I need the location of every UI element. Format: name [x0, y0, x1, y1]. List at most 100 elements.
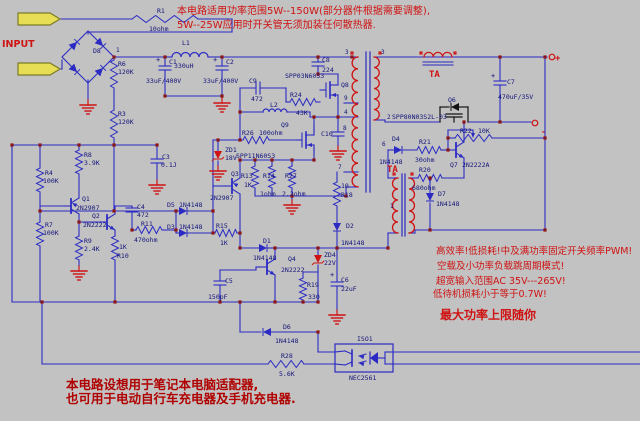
component-label: 472: [137, 211, 149, 219]
component-label: Q6: [448, 96, 456, 104]
component-label: C2: [226, 58, 234, 66]
component-label: C3: [162, 153, 170, 161]
component-label: 1N4148: [436, 200, 460, 208]
component-label: 150pF: [208, 293, 228, 301]
annotation-standby-loss: 低待机损耗小于等于0.7W!: [433, 288, 547, 300]
component-label: R13: [241, 172, 253, 180]
output-plus-label: +: [555, 54, 561, 64]
component-label: 1N4148: [341, 239, 365, 247]
component-label: 1ohm: [260, 190, 276, 198]
component-label: 2N2907: [76, 204, 100, 212]
component-label: 1N4148: [253, 254, 277, 262]
component-label: D8: [93, 47, 101, 55]
component-label: 330uH: [174, 62, 194, 70]
component-label: R3: [118, 110, 126, 118]
component-label: R10: [117, 252, 129, 260]
component-label: 1N4148: [275, 337, 299, 345]
component-label: 680ohm: [412, 184, 436, 192]
component-label: 22V: [324, 259, 336, 267]
annotation-power-range-line1: 本电路适用功率范围5W--150W(部分器件根据需要调整),: [177, 4, 430, 17]
component-label: ZD1: [225, 146, 237, 154]
component-label: R15: [216, 222, 228, 230]
component-label: 0.1J: [161, 161, 177, 169]
component-label: 30ohm: [415, 156, 435, 164]
component-label: 2N2222: [83, 221, 107, 229]
component-label: 100K: [43, 229, 59, 237]
component-label: 470uF/35V: [498, 93, 533, 101]
component-label: +: [156, 56, 160, 64]
component-label: R9: [84, 237, 92, 245]
component-label: NEC2561: [349, 374, 376, 382]
component-label: 1N4148: [379, 158, 403, 166]
component-label: 22uF: [341, 285, 357, 293]
component-label: 18V: [225, 154, 237, 162]
component-label: 2: [387, 114, 391, 121]
annotation-input-range: 超宽输入范围AC 35V---265V!: [436, 275, 566, 287]
component-label: 1N4148: [179, 201, 203, 209]
component-label: Q1: [82, 195, 90, 203]
component-label: R11: [141, 220, 153, 228]
component-label: 1K: [244, 181, 252, 189]
component-label: 8: [343, 125, 347, 132]
component-label: 1: [390, 203, 394, 210]
component-label: D5: [167, 201, 175, 209]
component-label: 2N2907: [210, 194, 234, 202]
component-label: SPP80N03S2L-03: [392, 113, 447, 121]
component-label: 2.4K: [84, 245, 100, 253]
component-label: +: [213, 56, 217, 64]
annotation-usage-line1: 本电路设想用于笔记本电脑适配器,: [66, 377, 258, 392]
component-label: 1: [116, 47, 120, 54]
component-label: 2N2222A: [462, 161, 489, 169]
component-label: 3: [381, 49, 385, 56]
component-label: R20: [419, 166, 431, 174]
component-label: 1N4148: [179, 223, 203, 231]
annotation-usage-line2: 也可用于电动自行车充电器及手机充电器.: [66, 391, 296, 406]
component-label: D1: [263, 237, 271, 245]
component-label: Q4: [288, 255, 296, 263]
circuit-drawing: [10, 12, 640, 373]
component-label: TA: [429, 70, 440, 80]
annotation-power-range-line2: 5W--25W应用时开关管无须加装任何散热器.: [177, 18, 376, 31]
component-label: 2N2222: [281, 266, 305, 274]
component-label: 224: [322, 66, 334, 74]
component-label: TA: [387, 165, 398, 175]
component-label: 4: [344, 109, 348, 116]
component-label: 100ohm: [259, 129, 283, 137]
component-label: L2: [270, 101, 278, 109]
component-label: R6: [118, 60, 126, 68]
component-label: Q9: [281, 121, 289, 129]
component-label: C7: [507, 78, 515, 86]
component-label: 43K: [296, 109, 308, 117]
component-label: R18: [341, 191, 353, 199]
component-label: 472: [251, 95, 263, 103]
component-label: Q2: [92, 212, 100, 220]
component-label: D3: [167, 223, 175, 231]
component-label: D4: [392, 135, 400, 143]
component-label: D6: [283, 323, 291, 331]
component-label: R7: [45, 221, 53, 229]
component-label: 330: [308, 293, 320, 301]
component-label: R27: [285, 172, 297, 180]
component-label: 5.6K: [279, 370, 295, 378]
component-label: C6: [341, 276, 349, 284]
input-label: INPUT: [2, 39, 35, 50]
component-label: R22: [460, 127, 472, 135]
component-label: 33uF/400V: [146, 77, 181, 85]
component-label: Q3: [231, 170, 239, 178]
output-minus-label: -: [541, 127, 546, 136]
component-label: R8: [84, 151, 92, 159]
component-label: 10: [341, 182, 349, 190]
annotations-layer: 本电路适用功率范围5W--150W(部分器件根据需要调整), 5W--25W应用…: [2, 4, 632, 406]
component-label: Q8: [341, 81, 349, 89]
component-label: 9: [344, 95, 348, 102]
component-label: R24: [290, 91, 302, 99]
component-label: R26: [242, 129, 254, 137]
component-label: +: [491, 72, 495, 80]
component-label: 2.2ohm: [282, 190, 306, 198]
component-label: Q7: [450, 161, 458, 169]
component-label: SPP11N60S3: [236, 152, 275, 160]
component-label: ZD4: [324, 251, 336, 259]
component-label: R21: [419, 138, 431, 146]
